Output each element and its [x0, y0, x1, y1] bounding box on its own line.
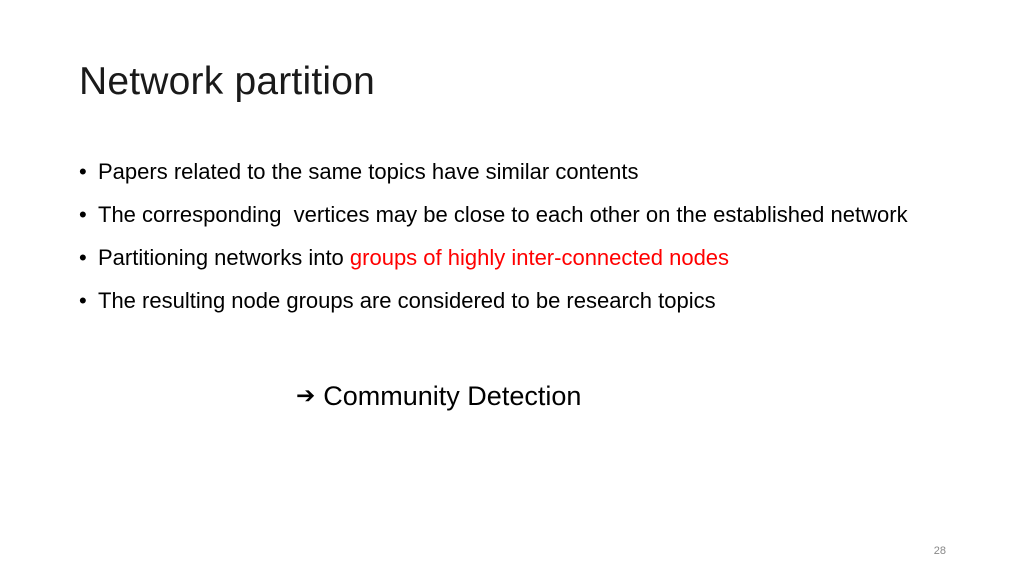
bullet-list: • Papers related to the same topics have…: [79, 156, 959, 328]
bullet-dot-icon: •: [79, 288, 87, 313]
slide-title: Network partition: [79, 60, 376, 103]
bullet-item: • The corresponding vertices may be clos…: [79, 199, 959, 231]
bullet-highlight-text: groups of highly inter-connected nodes: [349, 245, 730, 270]
page-number: 28: [933, 545, 946, 557]
arrow-right-icon: ➔: [296, 383, 316, 409]
bullet-text: Partitioning networks into: [98, 245, 350, 270]
bullet-text: Papers related to the same topics have s…: [98, 159, 639, 184]
bullet-dot-icon: •: [79, 159, 87, 184]
bullet-dot-icon: •: [79, 202, 87, 227]
bullet-text: The resulting node groups are considered…: [98, 288, 716, 313]
bullet-item: • The resulting node groups are consider…: [79, 285, 959, 317]
bullet-dot-icon: •: [79, 245, 87, 270]
conclusion-line: ➔ Community Detection: [296, 381, 581, 412]
conclusion-text: Community Detection: [323, 381, 582, 411]
bullet-item: • Papers related to the same topics have…: [79, 156, 959, 188]
bullet-text: The corresponding vertices may be close …: [98, 202, 908, 227]
bullet-item: • Partitioning networks into groups of h…: [79, 242, 959, 274]
